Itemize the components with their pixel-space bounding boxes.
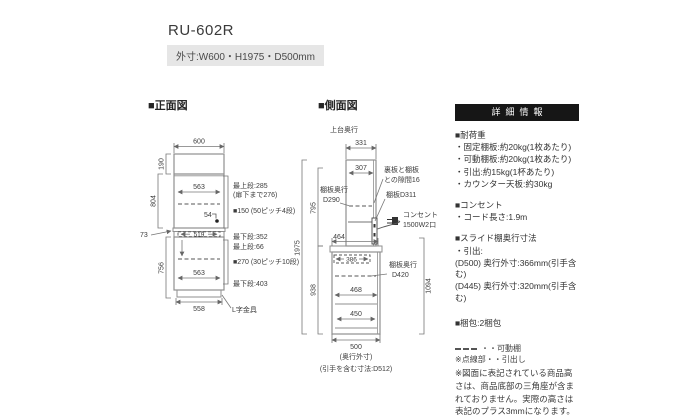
legend-dotted-drawer: ※点線部・・引出し [455, 355, 526, 365]
front-dim-563-upper-label: 563 [193, 184, 205, 191]
side-view-drawing: コンセント 1500W2口 上台奥行 331 307 棚板奥行 D290 裏板と… [295, 125, 439, 373]
shelf-d420-leader [370, 273, 388, 277]
side-dim-795-label: 795 [311, 202, 318, 214]
outlet-label-line2: 1500W2口 [403, 221, 436, 229]
front-dim-73-leader [150, 229, 172, 236]
side-view-heading: ■側面図 [318, 100, 358, 112]
side-dim-464-label: 464 [333, 234, 345, 241]
front-note-top-upper: 最上段:285 [233, 181, 268, 190]
front-dim-804-label: 804 [151, 195, 158, 207]
side-note-depth: (奥行外寸) [340, 352, 373, 361]
side-left-brackets [301, 159, 323, 335]
legend-movable-shelf: ・・可動棚 [455, 344, 579, 355]
shelf-d290-label: 棚板奥行 [320, 185, 348, 194]
movable-shelf-dash-icon [455, 347, 477, 350]
front-note-pitch-lower: ■270 (30ピッチ10段) [233, 257, 299, 266]
slide-depth-title: ■スライド棚奥行寸法 [455, 233, 537, 244]
side-dim-386-label: 386 [346, 257, 357, 264]
shelf-d420-value: D420 [392, 272, 409, 279]
front-dim-600 [173, 143, 225, 153]
side-dim-938-label: 938 [311, 284, 318, 296]
legend-movable-label: ・・可動棚 [481, 343, 521, 353]
detail-info-panel: 詳細情報 ■耐荷重 ・固定棚板:約20kg(1枚あたり) ・可動棚板:約20kg… [455, 104, 579, 419]
side-dim-450-label: 450 [350, 311, 362, 318]
shelf-d311-label: 棚板D311 [386, 190, 416, 199]
side-dim-500-label: 500 [350, 344, 362, 351]
side-dim-1094-bracket [419, 237, 425, 335]
front-dim-519-label: 519 [194, 232, 205, 239]
side-dim-1094-label: 1094 [426, 278, 433, 294]
front-dim-190-label: 190 [159, 158, 166, 170]
outer-dimensions-badge: 外寸:W600・H1975・D500mm [167, 45, 324, 66]
load-capacity-item: ・引出:約15kg(1杯あたり) [455, 166, 555, 177]
shelf-d420-label: 棚板奥行 [389, 260, 417, 269]
load-capacity-item: ・可動棚板:約20kg(1枚あたり) [455, 154, 572, 165]
shelf-d290-value: D290 [323, 197, 340, 204]
load-capacity-title: ■耐荷重 [455, 129, 486, 140]
front-right-brackets [223, 175, 229, 285]
front-dashed-details [177, 203, 221, 260]
slide-depth-sub: ・引出: [455, 245, 483, 256]
side-dim-331 [345, 144, 377, 159]
front-dim-190-804 [157, 153, 171, 229]
front-dim-73-label: 73 [140, 232, 148, 239]
front-note-top-upper-sub: (扉下まで276) [233, 190, 277, 199]
front-note-bottom-lower: 最下段:403 [233, 279, 268, 288]
side-dim-468-label: 468 [350, 287, 362, 294]
side-dim-1975-label: 1975 [295, 240, 302, 256]
height-footnote: ※図面に表記されている商品高さは、商品底部の三角座が含まれておりません。実際の高… [455, 368, 575, 417]
front-dim-756-bracket [165, 236, 171, 299]
power-plug-icon [377, 217, 401, 230]
gap-note-leader [373, 178, 384, 204]
side-dashed-details [333, 205, 376, 277]
outlet-label-line1: コンセント [403, 211, 438, 219]
gap-note-line1: 裏板と棚板 [384, 165, 419, 174]
side-dim-464 [331, 238, 379, 246]
shelf-d290-leader [339, 202, 351, 207]
front-dim-558 [175, 298, 223, 305]
outlet-strip-icon [371, 217, 378, 245]
front-dim-563-lower-label: 563 [193, 270, 205, 277]
front-note-top-lower: 最上段:66 [233, 242, 264, 251]
front-view-heading: ■正面図 [148, 100, 188, 112]
front-note-pitch-upper: ■150 (50ピッチ4段) [233, 206, 295, 215]
side-note-handle: (引手を含む寸法:D512) [320, 364, 392, 373]
side-top-depth-label: 上台奥行 [330, 125, 358, 134]
front-bracket-label: L字金具 [232, 305, 257, 314]
load-capacity-item: ・カウンター天板:約30kg [455, 178, 553, 189]
side-dim-500 [331, 334, 381, 343]
side-dim-331-label: 331 [355, 140, 367, 147]
drawing-legend: ・・可動棚 ※点線部・・引出し [455, 344, 579, 366]
detail-info-header: 詳細情報 [455, 104, 579, 121]
product-code: RU-602R [168, 22, 235, 39]
front-bracket-leader [221, 294, 232, 309]
front-dim-600-label: 600 [193, 139, 205, 146]
outlet-title: ■コンセント [455, 199, 503, 210]
door-knob-icon [212, 213, 219, 223]
gap-note-line2: との隙間16 [384, 175, 420, 184]
front-dim-54-label: 54 [204, 212, 212, 219]
shelf-d311-leader [374, 198, 386, 222]
outlet-item: ・コード長さ:1.9m [455, 212, 528, 223]
front-dim-756-label: 756 [159, 262, 166, 274]
front-note-bottom-upper: 最下段:352 [233, 232, 268, 241]
slide-depth-item: (D500) 奥行外寸:366mm(引手含む) [455, 257, 577, 280]
side-dim-307-label: 307 [355, 165, 367, 172]
front-dim-558-label: 558 [193, 306, 205, 313]
load-capacity-item: ・固定棚板:約20kg(1枚あたり) [455, 142, 572, 153]
slide-depth-item: (D445) 奥行外寸:320mm(引手含む) [455, 281, 577, 303]
packing-note: ■梱包:2梱包 [455, 317, 502, 328]
front-view-drawing: 600 190 804 563 54 73 519 756 563 [140, 139, 299, 315]
